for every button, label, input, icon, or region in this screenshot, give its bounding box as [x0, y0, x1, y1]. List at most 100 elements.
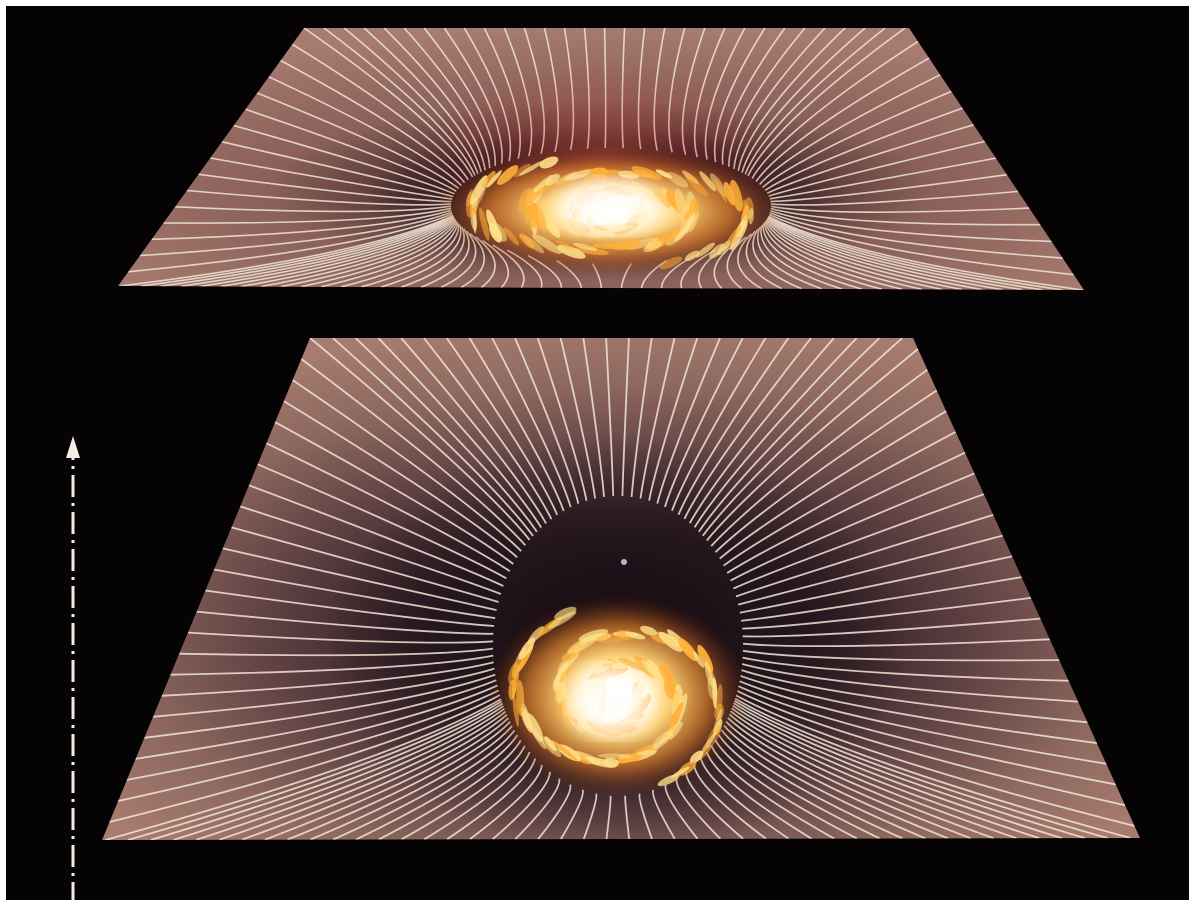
- grid-line: [624, 795, 631, 840]
- grid-line: [736, 690, 1126, 807]
- grid-line: [127, 700, 503, 840]
- grid-line: [144, 673, 496, 739]
- grid-line: [719, 410, 947, 560]
- grid-line: [767, 215, 1063, 290]
- grid-line: [740, 674, 1098, 744]
- grid-line: [621, 338, 630, 497]
- grid-line: [126, 684, 498, 781]
- grid-line: [726, 451, 966, 574]
- grid-line: [766, 218, 983, 290]
- grid-line: [139, 211, 453, 257]
- grid-line: [742, 649, 1060, 662]
- grid-line: [638, 793, 653, 840]
- grid-line: [264, 717, 510, 840]
- grid-line: [725, 720, 949, 840]
- spiral-galaxy-bottom: [488, 596, 748, 796]
- grid-line: [109, 694, 501, 823]
- grid-line: [400, 338, 547, 524]
- grid-line: [766, 217, 1003, 290]
- distant-star: [621, 559, 627, 565]
- grid-line: [135, 679, 497, 760]
- grid-line: [730, 710, 1017, 840]
- grid-line: [767, 216, 1043, 290]
- grid-line: [179, 647, 494, 657]
- grid-line: [582, 338, 605, 497]
- grid-line: [742, 617, 1041, 638]
- grid-line: [205, 589, 495, 627]
- grid-line: [706, 348, 919, 542]
- grid-line: [292, 379, 522, 552]
- spacetime-illustration: [6, 6, 1189, 900]
- grid-line: [733, 493, 985, 590]
- grid-line: [723, 431, 957, 567]
- grid-line: [309, 338, 531, 541]
- grid-line: [213, 568, 496, 619]
- grid-line: [770, 209, 1052, 243]
- dash-dot-arrow-icon: [66, 436, 80, 900]
- grid-line: [160, 215, 454, 287]
- grid-line: [693, 338, 858, 528]
- grid-line: [648, 338, 699, 501]
- grid-line: [768, 213, 1074, 276]
- grid-line: [287, 721, 511, 840]
- grid-line: [677, 338, 790, 516]
- grid-line: [150, 702, 504, 840]
- grid-line: [741, 669, 1088, 724]
- grid-line: [770, 205, 1030, 213]
- grid-line: [769, 211, 1063, 259]
- grid-line: [689, 338, 835, 524]
- grid-line: [118, 689, 499, 802]
- grid-line: [742, 638, 1050, 648]
- grid-line: [105, 698, 502, 840]
- grid-line: [170, 654, 494, 676]
- grid-line: [734, 697, 1131, 839]
- grid-line: [732, 704, 1063, 840]
- grid-line: [770, 173, 1008, 203]
- grid-line: [671, 338, 767, 512]
- grid-line: [423, 338, 553, 520]
- grid-line: [767, 216, 1023, 290]
- grid-line: [514, 338, 580, 504]
- grid-line: [714, 389, 938, 553]
- spiral-galaxy-top: [436, 149, 786, 273]
- grid-line: [161, 661, 494, 697]
- scene: [6, 6, 1189, 900]
- grid-line: [241, 714, 508, 840]
- grid-line: [639, 338, 676, 499]
- grid-line: [739, 680, 1107, 765]
- grid-line: [737, 534, 1003, 606]
- grid-line: [491, 338, 572, 508]
- grid-line: [239, 505, 502, 595]
- grid-line: [582, 793, 598, 840]
- grid-line: [536, 338, 588, 501]
- grid-line: [283, 400, 518, 558]
- grid-line: [733, 700, 1108, 839]
- grid-line: [742, 597, 1032, 630]
- grid-line: [257, 463, 507, 580]
- grid-line: [274, 421, 514, 565]
- grid-line: [735, 694, 1135, 827]
- grid-line: [128, 213, 453, 273]
- grid-line: [768, 215, 1083, 290]
- grid-line: [468, 338, 565, 512]
- grid-line: [683, 338, 812, 520]
- grid-line: [664, 338, 744, 508]
- grid-line: [218, 710, 507, 840]
- grid-line: [196, 610, 494, 635]
- grid-line: [735, 514, 994, 598]
- grid-line: [742, 656, 1069, 682]
- grid-line: [727, 717, 972, 840]
- grid-line: [354, 338, 538, 533]
- grid-line: [739, 555, 1013, 614]
- grid-line: [266, 442, 511, 572]
- top-spacetime-sheet: [118, 28, 1084, 290]
- grid-line: [377, 338, 542, 529]
- grid-line: [710, 368, 928, 547]
- grid-line: [702, 338, 903, 537]
- grid-line: [605, 795, 612, 840]
- grid-line: [140, 214, 454, 287]
- grid-line: [120, 214, 454, 287]
- grid-line: [731, 707, 1040, 840]
- bottom-spacetime-sheet: [102, 338, 1140, 840]
- grid-line: [698, 338, 881, 533]
